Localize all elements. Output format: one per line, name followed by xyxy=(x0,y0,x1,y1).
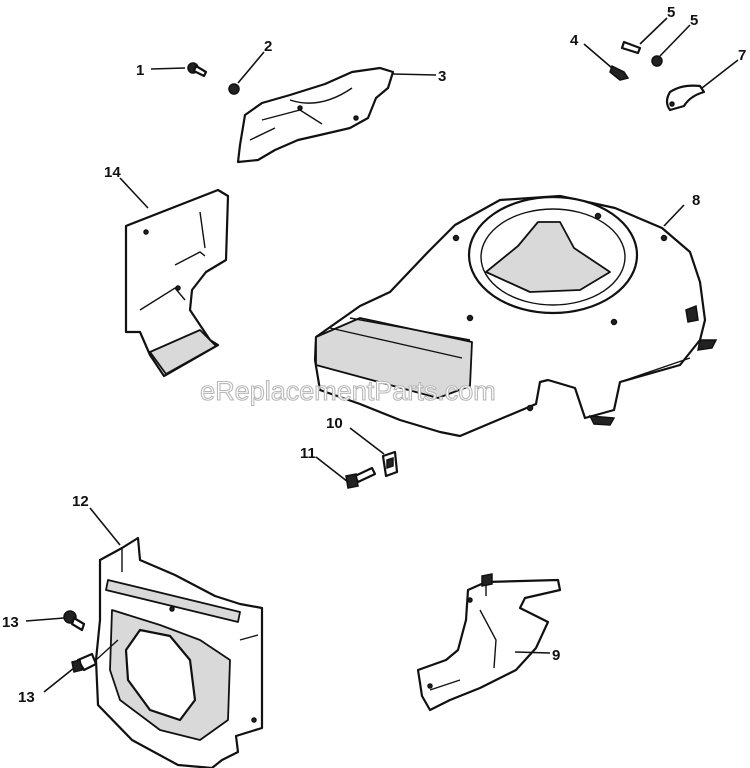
callout-14: 14 xyxy=(104,164,121,181)
callout-8: 8 xyxy=(692,192,700,209)
callout-4: 4 xyxy=(570,32,579,49)
callout-9: 9 xyxy=(552,647,560,664)
part-9-lower-baffle xyxy=(416,573,562,712)
callout-2: 2 xyxy=(264,38,272,55)
part-11-screw xyxy=(345,466,377,489)
part-8-blower-housing xyxy=(313,194,718,438)
watermark-text: eReplacementParts.com xyxy=(200,376,496,406)
part-10-clip xyxy=(381,450,399,478)
callout-5-lower: 5 xyxy=(690,12,698,29)
part-3-baffle xyxy=(236,66,395,164)
callout-13-lower: 13 xyxy=(18,689,35,706)
part-1-screw xyxy=(187,62,208,78)
part-14-side-shield xyxy=(124,188,230,378)
callout-10: 10 xyxy=(326,415,343,432)
callout-5-upper: 5 xyxy=(667,4,675,21)
leader-lines xyxy=(25,17,739,693)
part-13-screw-lower xyxy=(71,652,98,673)
part-4-screw xyxy=(609,64,630,81)
part-7-clip xyxy=(665,84,706,112)
part-2-nut xyxy=(228,83,240,95)
callout-7: 7 xyxy=(738,47,746,64)
part-13-screw-upper xyxy=(63,610,86,632)
callout-13-upper: 13 xyxy=(2,614,19,631)
part-12-rear-shroud xyxy=(94,536,264,768)
callout-11: 11 xyxy=(300,445,316,462)
part-5-nut xyxy=(651,55,663,67)
part-5-screw xyxy=(620,40,642,55)
callout-1: 1 xyxy=(136,62,144,79)
callout-labels: 1 2 3 4 5 5 7 8 9 10 11 12 13 13 14 xyxy=(2,4,746,706)
callout-12: 12 xyxy=(72,493,89,510)
callout-3: 3 xyxy=(438,68,446,85)
